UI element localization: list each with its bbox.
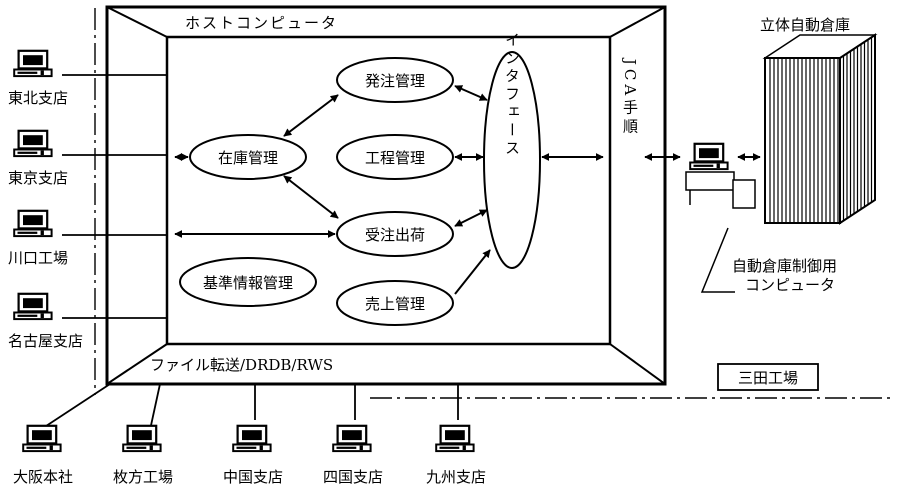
- host-bottom-label: ファイル転送/DRDB/RWS: [150, 356, 333, 374]
- computer-terminal-icon: [13, 292, 53, 321]
- module-kotei: 工程管理: [336, 134, 454, 180]
- site-label: 中国支店: [223, 468, 283, 486]
- interface-ellipse: インタフェース: [483, 32, 541, 269]
- site-bottom: 四国支店: [323, 384, 383, 486]
- site-label: 枚方工場: [113, 468, 173, 486]
- module-label: 受注出荷: [365, 226, 425, 244]
- controller-label-2: コンピュータ: [745, 276, 835, 294]
- warehouse-rack-icon: [762, 33, 878, 225]
- site-left: 東北支店: [8, 49, 167, 107]
- module-label: 発注管理: [365, 72, 425, 90]
- module-kijun: 基準情報管理: [179, 257, 317, 307]
- plant-label: 三田工場: [738, 369, 798, 387]
- data-flow-arrows: [174, 85, 761, 295]
- site-bottom: 九州支店: [426, 384, 486, 486]
- computer-terminal-icon: [689, 142, 729, 171]
- host-title: ホストコンピュータ: [185, 14, 338, 32]
- computer-terminal-icon: [22, 424, 62, 453]
- module-label: 工程管理: [365, 149, 425, 167]
- interface-label: インタフェース: [503, 32, 521, 158]
- controller-leader-line: [700, 227, 735, 293]
- module-zaiko: 在庫管理: [189, 134, 307, 180]
- module-hatchu: 発注管理: [336, 57, 454, 103]
- site-left: 名古屋支店: [8, 292, 167, 350]
- site-left: 川口工場: [8, 209, 167, 267]
- computer-terminal-icon: [13, 129, 53, 158]
- site-label: 大阪本社: [13, 468, 73, 486]
- computer-terminal-icon: [232, 424, 272, 453]
- site-label: 川口工場: [8, 249, 68, 267]
- computer-terminal-icon: [122, 424, 162, 453]
- bottom-sites: 大阪本社 枚方工場 中国支店 四国支店 九州支店: [13, 383, 486, 486]
- site-bottom: 枚方工場: [113, 383, 173, 486]
- computer-terminal-icon: [13, 209, 53, 238]
- module-uriage: 売上管理: [336, 280, 454, 326]
- site-label: 四国支店: [323, 468, 383, 486]
- warehouse-controller: [685, 142, 756, 209]
- site-label: 九州支店: [426, 468, 486, 486]
- controller-label-1: 自動倉庫制御用: [732, 257, 837, 275]
- site-label: 名古屋支店: [8, 332, 83, 350]
- warehouse-title: 立体自動倉庫: [760, 16, 850, 34]
- site-label: 東北支店: [8, 89, 68, 107]
- jca-label: JCA手順: [621, 57, 639, 137]
- computer-terminal-icon: [13, 49, 53, 78]
- site-label: 東京支店: [8, 169, 68, 187]
- site-bottom: 大阪本社: [13, 383, 111, 486]
- module-label: 売上管理: [365, 295, 425, 313]
- plant-label-box: 三田工場: [717, 363, 819, 391]
- module-juchu: 受注出荷: [336, 211, 454, 257]
- site-bottom: 中国支店: [223, 384, 283, 486]
- module-label: 在庫管理: [218, 149, 278, 167]
- computer-terminal-icon: [435, 424, 475, 453]
- module-label: 基準情報管理: [203, 274, 293, 292]
- site-left: 東京支店: [8, 129, 167, 187]
- computer-terminal-icon: [332, 424, 372, 453]
